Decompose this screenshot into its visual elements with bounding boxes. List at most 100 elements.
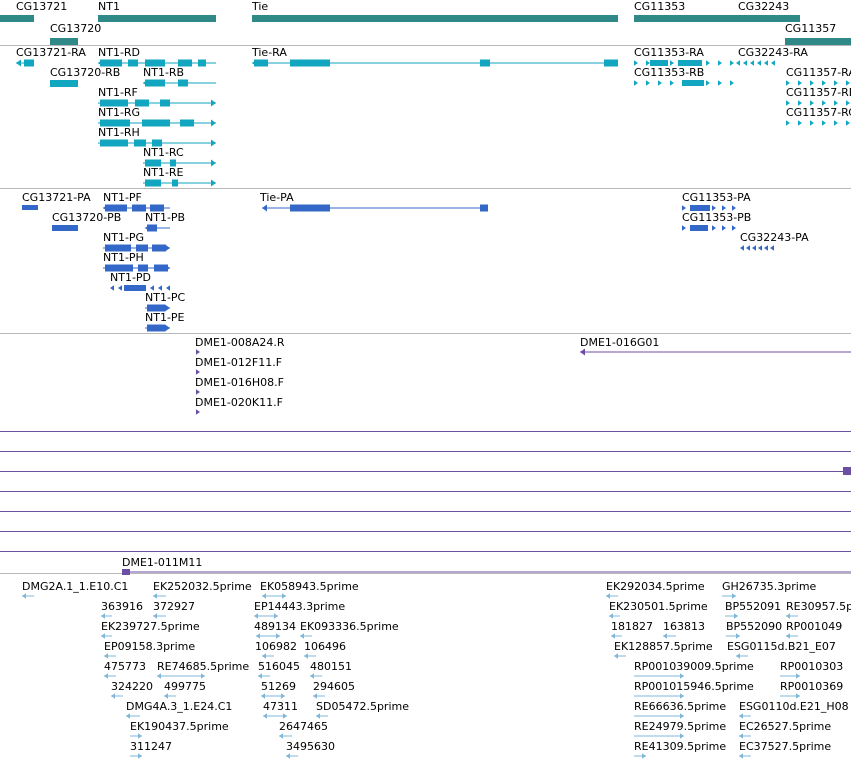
transcript-feature[interactable]: CG11353-RA (634, 46, 734, 66)
est-feature[interactable]: RP0010369 (780, 680, 843, 699)
protein-feature[interactable]: NT1-PF (103, 191, 170, 212)
est-feature[interactable]: EP14443.3prime (254, 600, 345, 619)
est-feature[interactable]: EK292034.5prime (606, 580, 705, 599)
protein-feature[interactable]: CG13721-PA (22, 191, 91, 210)
transcript-feature[interactable]: NT1-RF (98, 86, 216, 107)
est-feature[interactable]: 294605 (313, 680, 355, 699)
feature-label: EK230501.5prime (609, 600, 708, 613)
est-feature[interactable]: DMG2A.1_1.E10.C1 (22, 580, 128, 599)
feature-label: DME1-016G01 (580, 336, 659, 349)
est-feature[interactable]: 363916 (101, 600, 143, 619)
est-feature[interactable]: 311247 (130, 740, 172, 759)
transcript-feature[interactable]: NT1-RD (98, 46, 216, 67)
est-feature[interactable]: RP001049 (786, 620, 842, 639)
protein-feature[interactable]: Tie-PA (259, 191, 488, 212)
protein-feature[interactable]: NT1-PE (145, 311, 185, 332)
est-feature[interactable]: EK252032.5prime (153, 580, 252, 599)
est-feature[interactable]: 3495630 (286, 740, 335, 759)
protein-feature[interactable]: NT1-PH (103, 251, 170, 272)
transcript-feature[interactable]: CG11357-RC (786, 106, 851, 126)
est-feature[interactable]: 51269 (261, 680, 296, 699)
transcript-feature[interactable]: NT1-RC (143, 146, 216, 167)
est-feature[interactable]: EK239727.5prime (101, 620, 200, 639)
bac-feature[interactable]: DME1-016G01 (580, 336, 851, 356)
est-feature[interactable]: BP552090 (726, 620, 782, 639)
feature-label: EK190437.5prime (130, 720, 229, 733)
feature-label: NT1-PF (103, 191, 142, 204)
est-feature[interactable]: 489134 (254, 620, 296, 639)
est-feature[interactable]: ESG0110d.E21_H08 (739, 700, 849, 719)
transcript-feature[interactable]: CG13721-RA (16, 46, 86, 67)
transcript-feature[interactable]: CG32243-RA (736, 46, 808, 66)
est-feature[interactable]: 181827 (611, 620, 653, 639)
est-feature[interactable]: RP0010303 (780, 660, 843, 679)
transcript-feature[interactable]: CG11353-RB (634, 66, 734, 86)
protein-feature[interactable]: NT1-PG (103, 231, 170, 252)
bac-feature[interactable]: DME1-008A24.R (195, 336, 285, 355)
transcript-feature[interactable]: NT1-RG (98, 106, 216, 127)
est-feature[interactable]: RP001039009.5prime (634, 660, 754, 679)
transcript-feature[interactable]: NT1-RB (143, 66, 216, 87)
est-feature[interactable]: BP552091 (725, 600, 781, 619)
transcript-feature[interactable]: CG13720-RB (50, 66, 120, 87)
est-feature[interactable]: 163813 (663, 620, 705, 639)
est-feature[interactable]: 106496 (304, 640, 346, 659)
transcript-feature[interactable]: NT1-RH (98, 126, 216, 147)
est-feature[interactable]: EK058943.5prime (260, 580, 359, 599)
est-feature[interactable]: DMG4A.3_1.E24.C1 (126, 700, 232, 719)
est-feature[interactable]: RE30957.5prime (786, 600, 851, 619)
est-feature[interactable]: EP09158.3prime (104, 640, 195, 659)
transcript-feature[interactable]: Tie-RA (251, 46, 618, 67)
gene-feature[interactable]: CG11357 (785, 22, 851, 45)
bac-feature[interactable]: DME1-011M11 (122, 556, 851, 575)
feature-label: 51269 (261, 680, 296, 693)
est-feature[interactable]: EK093336.5prime (300, 620, 399, 639)
est-feature[interactable]: RE24979.5prime (634, 720, 726, 739)
est-feature[interactable]: 324220 (111, 680, 153, 699)
est-feature[interactable]: 2647465 (279, 720, 328, 739)
est-feature[interactable]: EC26527.5prime (739, 720, 831, 739)
est-feature[interactable]: EK230501.5prime (609, 600, 708, 619)
est-feature[interactable]: 480151 (310, 660, 352, 679)
feature-label: EK239727.5prime (101, 620, 200, 633)
est-feature[interactable]: EC37527.5prime (739, 740, 831, 759)
est-feature[interactable]: RE74685.5prime (157, 660, 249, 679)
est-feature[interactable]: 372927 (153, 600, 195, 619)
bac-feature[interactable]: DME1-020K11.F (195, 396, 283, 415)
feature-label: RE41309.5prime (634, 740, 726, 753)
transcript-feature[interactable]: CG11357-RA (786, 66, 851, 86)
est-feature[interactable]: RP001015946.5prime (634, 680, 754, 699)
est-feature[interactable]: 106982 (255, 640, 297, 659)
gene-feature[interactable]: CG13721 (0, 0, 67, 22)
est-feature[interactable]: EK128857.5prime (614, 640, 713, 659)
protein-feature[interactable]: CG13720-PB (52, 211, 121, 231)
protein-feature[interactable]: NT1-PD (110, 271, 170, 291)
bac-feature[interactable]: DME1-012F11.F (195, 356, 282, 375)
protein-feature[interactable]: NT1-PB (145, 211, 185, 232)
gene-feature[interactable]: CG13720 (50, 22, 101, 45)
bac-feature[interactable]: DME1-016H08.F (195, 376, 284, 395)
est-feature[interactable]: ESG0115d.B21_E07 (727, 640, 836, 659)
protein-feature[interactable]: NT1-PC (145, 291, 186, 312)
gene-feature[interactable]: CG11353 (634, 0, 742, 22)
est-feature[interactable]: RE66636.5prime (634, 700, 726, 719)
protein-feature[interactable]: CG11353-PB (682, 211, 751, 231)
gene-feature[interactable]: Tie (251, 0, 618, 22)
bac-feature[interactable] (843, 467, 851, 475)
protein-feature[interactable]: CG32243-PA (740, 231, 809, 251)
est-feature[interactable]: EK190437.5prime (130, 720, 229, 739)
est-feature[interactable]: RE41309.5prime (634, 740, 726, 759)
gene-feature[interactable]: NT1 (98, 0, 216, 22)
feature-label: CG32243 (738, 0, 789, 13)
transcript-feature[interactable]: NT1-RE (143, 166, 216, 187)
est-feature[interactable]: GH26735.3prime (722, 580, 817, 599)
est-feature[interactable]: 47311 (263, 700, 298, 719)
est-feature[interactable]: 475773 (104, 660, 146, 679)
est-feature[interactable]: 516045 (258, 660, 300, 679)
feature-label: NT1-PH (103, 251, 144, 264)
est-feature[interactable]: 499775 (164, 680, 206, 699)
est-feature[interactable]: SD05472.5prime (316, 700, 409, 719)
transcript-feature[interactable]: CG11357-RB (786, 86, 851, 106)
protein-feature[interactable]: CG11353-PA (682, 191, 751, 211)
gene-feature[interactable]: CG32243 (736, 0, 800, 22)
